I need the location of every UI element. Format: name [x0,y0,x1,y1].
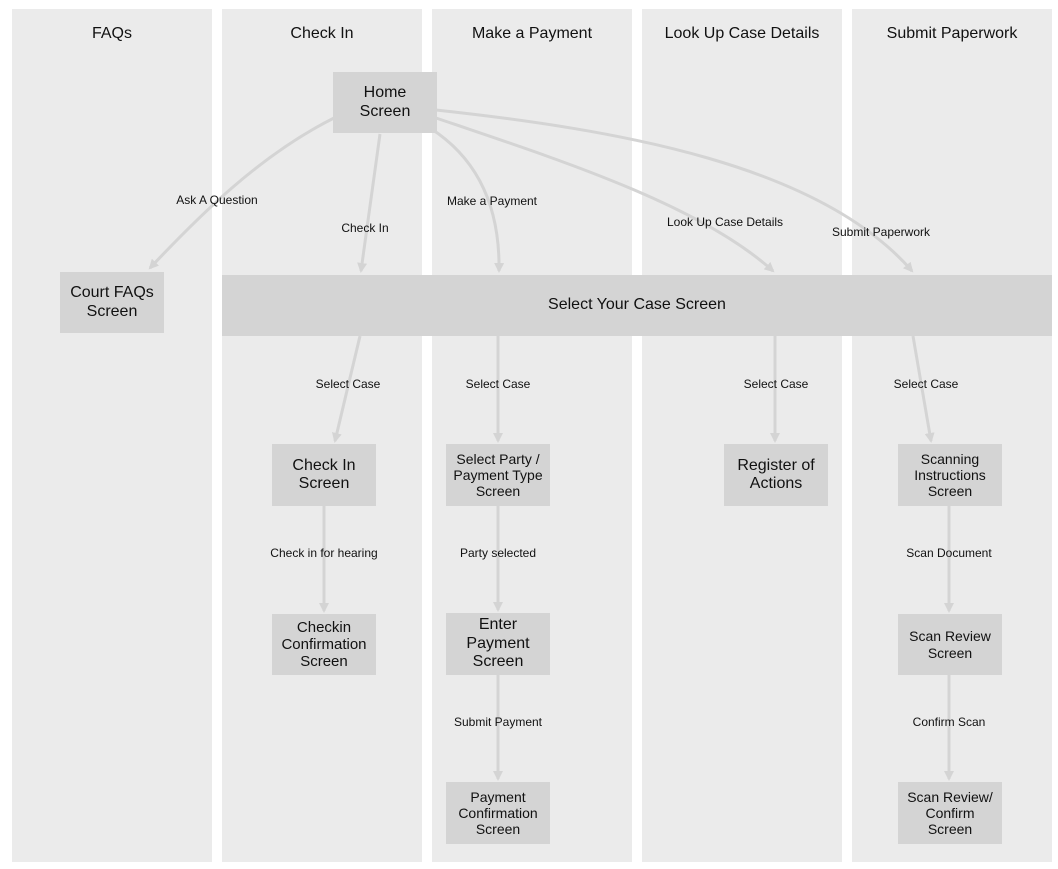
check-in-screen-node: Check In Screen [272,444,376,506]
edge-label-look-up-case: Look Up Case Details [666,215,784,229]
edge-label-select-case-payment: Select Case [465,377,531,391]
lane-title-check-in: Check In [290,25,354,42]
edge-label-make-payment: Make a Payment [446,194,538,208]
edge-label-select-case-lookup: Select Case [743,377,809,391]
edge-label-party-selected: Party selected [459,546,537,560]
edge-label-select-case-checkin: Select Case [315,377,381,391]
edge-label-check-in: Check In [341,221,389,235]
lane-title-make-payment: Make a Payment [471,25,593,42]
enter-payment-screen-node: Enter Payment Screen [446,613,550,675]
court-faqs-screen-node: Court FAQs Screen [60,272,164,333]
edge-label-submit-payment: Submit Payment [453,715,543,729]
payment-confirmation-label: Payment Confirmation Screen [458,788,538,838]
lane-look-up-case: Look Up Case Details [642,9,842,862]
enter-payment-label: Enter Payment Screen [466,616,530,671]
edge-label-ask-question: Ask A Question [176,193,258,207]
select-party-payment-type-node: Select Party / Payment Type Screen [446,444,550,506]
payment-confirmation-screen-node: Payment Confirmation Screen [446,782,550,844]
checkin-confirmation-screen-node: Checkin Confirmation Screen [272,614,376,675]
edge-label-check-in-hearing: Check in for hearing [270,546,378,560]
lane-title-submit-paperwork: Submit Paperwork [886,25,1018,42]
home-screen-label: Home Screen [359,84,411,120]
court-faqs-label: Court FAQs Screen [70,284,154,320]
scan-review-label: Scan Review Screen [909,628,991,661]
edge-ask-question [148,116,335,270]
register-of-actions-node: Register of Actions [724,444,828,506]
register-of-actions-label: Register of Actions [737,456,815,492]
lane-check-in: Check In [222,9,422,862]
edge-make-payment [429,126,505,273]
edge-check-in [357,133,382,273]
checkin-confirmation-label: Checkin Confirmation Screen [281,618,367,671]
lane-faqs: FAQs [12,9,212,862]
edge-submit-paperwork [435,108,914,273]
select-your-case-label: Select Your Case Screen [548,296,726,314]
edge-label-scan-document: Scan Document [906,546,992,560]
scan-review-confirm-label: Scan Review/ Confirm Screen [907,788,993,838]
lane-title-look-up-case: Look Up Case Details [664,25,820,42]
edge-select-case-paperwork [911,335,935,443]
edge-label-select-case-paperwork: Select Case [893,377,959,391]
scan-review-screen-node: Scan Review Screen [898,614,1002,675]
edge-look-up-case [435,116,775,273]
lane-make-payment: Make a Payment [432,9,632,862]
scanning-instructions-label: Scanning Instructions Screen [914,450,986,500]
lane-title-faqs: FAQs [91,25,132,42]
edge-label-confirm-scan: Confirm Scan [912,715,986,729]
edge-label-submit-paperwork: Submit Paperwork [831,225,931,239]
scan-review-confirm-screen-node: Scan Review/ Confirm Screen [898,782,1002,844]
select-your-case-screen-node: Select Your Case Screen [222,275,1052,336]
home-screen-node: Home Screen [333,72,437,133]
edge-select-case-checkin [331,335,362,443]
select-party-label: Select Party / Payment Type Screen [453,450,543,500]
lane-submit-paperwork: Submit Paperwork [852,9,1052,862]
check-in-screen-label: Check In Screen [292,456,356,492]
scanning-instructions-screen-node: Scanning Instructions Screen [898,444,1002,506]
